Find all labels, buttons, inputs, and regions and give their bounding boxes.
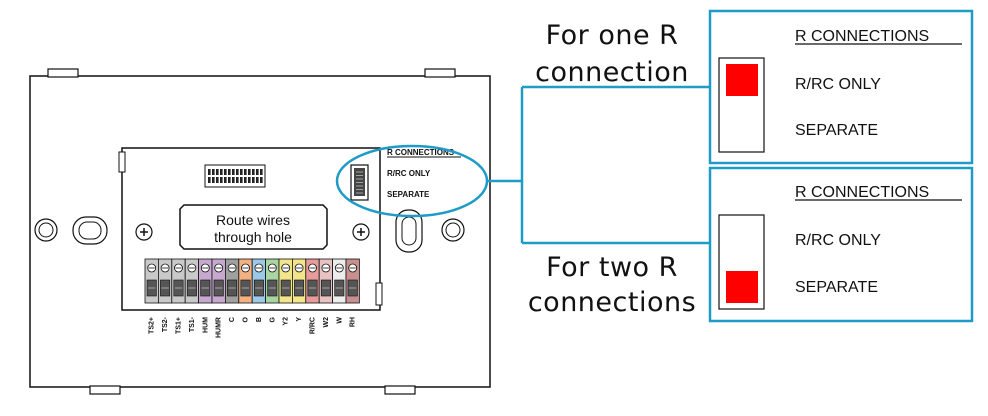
switch-panel-two-r: R CONNECTIONS R/RC ONLY SEPARATE [708,166,974,323]
route-wires-label-line2: through hole [214,229,292,245]
caption-two-r-line2: connections [528,287,696,318]
panel2-option-bottom: SEPARATE [795,279,878,296]
header-pin [208,177,211,183]
terminal-ts2- [157,258,173,304]
terminal-label: R/RC [310,317,317,334]
panel2-option-top: R/RC ONLY [795,232,881,249]
panel1-option-top: R/RC ONLY [795,76,881,93]
device-switch-option-top: R/RC ONLY [387,169,431,178]
terminal-label: TS1- [189,316,196,332]
route-wires-label-line1: Route wires [216,212,290,228]
header-pin [232,177,235,183]
header-pin [236,169,239,175]
caption-two-r-line1: For two R [546,252,678,283]
header-pin [212,177,215,183]
header-pin [256,169,259,175]
terminal-block [144,258,360,304]
header-pin [220,177,223,183]
terminal-label: Y2 [283,317,290,326]
header-pin [260,177,263,183]
terminal-ts1- [184,258,199,304]
terminal-label: C [229,317,236,322]
terminal-c [224,258,240,304]
terminal-label: Y [296,317,303,322]
terminal-rh [345,258,360,304]
device-switch-option-bottom: SEPARATE [387,190,430,199]
terminal-b [251,258,266,304]
terminal-label: TS2+ [149,317,156,334]
header-pin [232,169,235,175]
header-pin [224,169,227,175]
terminal-humr [211,258,226,304]
switch-panel-one-r: R CONNECTIONS R/RC ONLY SEPARATE [708,9,974,165]
header-pin [240,169,243,175]
panel1-switch-indicator-top [726,64,758,96]
terminal-w2 [318,258,334,304]
terminal-label: HUM [202,317,209,333]
terminal-ts1- [171,258,186,304]
header-pin [248,169,251,175]
terminal-y2 [278,258,293,304]
terminal-hum [198,258,213,304]
panel2-switch-indicator-bottom [726,271,758,303]
terminal-o [238,258,253,304]
header-pin [224,177,227,183]
caption-one-r-line1: For one R [546,20,679,51]
header-pin [252,177,255,183]
terminal-g [265,258,280,304]
header-pin [256,177,259,183]
terminal-label: RH [350,317,357,327]
panel2-title: R CONNECTIONS [795,184,929,201]
header-pin [216,169,219,175]
terminal-r-rc [305,258,320,304]
device-switch-title: R CONNECTIONS [387,148,455,157]
header-pin [248,177,251,183]
terminal-label: B [256,317,263,322]
caption-one-r-line2: connection [535,57,689,88]
header-pin [252,169,255,175]
header-pin [236,177,239,183]
terminal-y [291,258,307,304]
terminal-label: G [269,316,276,322]
header-pin [228,169,231,175]
terminal-label: TS1+ [176,317,183,334]
terminal-label: TS2- [162,316,169,332]
panel1-option-bottom: SEPARATE [795,122,878,139]
terminal-label: O [243,316,250,322]
header-pin [220,169,223,175]
terminal-label: W2 [323,317,330,328]
header-pin [228,177,231,183]
header-pin [244,177,247,183]
header-pin [216,177,219,183]
header-pin [240,177,243,183]
terminal-label: W [336,317,343,324]
terminal-ts2- [144,258,159,304]
terminal-w [332,258,347,304]
screw-icon [135,223,153,241]
screw-icon [352,223,370,241]
thermostat-base: Route wires through hole TS2+ TS2- TS1+ TS1… [29,68,491,395]
header-pin [212,169,215,175]
header-pin [260,169,263,175]
device-dip-switch-lever [354,168,365,196]
terminal-label: HUMR [216,317,223,338]
panel1-title: R CONNECTIONS [795,28,929,45]
header-pin [208,169,211,175]
header-pin [244,169,247,175]
